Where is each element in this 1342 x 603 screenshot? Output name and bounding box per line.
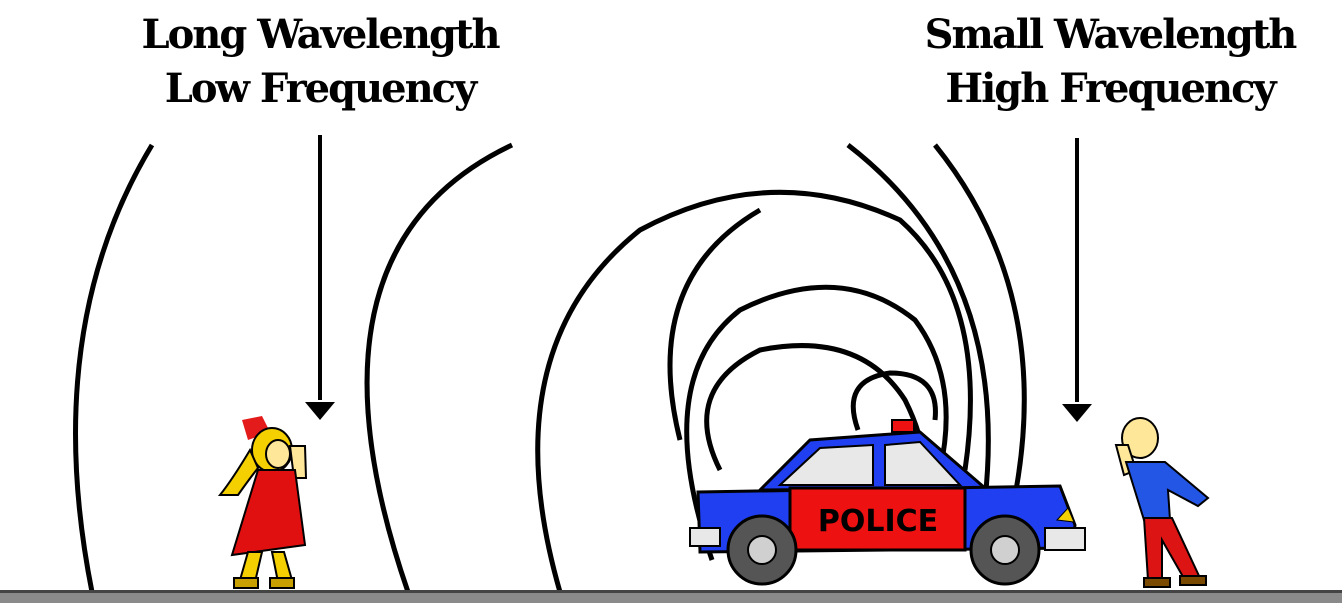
boy-shirt — [1124, 461, 1210, 521]
car-siren — [891, 419, 915, 433]
label-right-line2: High Frequency — [945, 65, 1276, 112]
boy-shoe-left — [1143, 577, 1171, 588]
label-left-line1: Long Wavelength — [141, 11, 500, 58]
wave-front-3 — [535, 189, 973, 593]
arrow-down-icon — [1062, 404, 1092, 422]
boy-pants — [1142, 517, 1202, 584]
left-arrow — [305, 135, 335, 420]
car-window-front — [777, 443, 874, 486]
girl-hair-long — [217, 447, 260, 496]
car-police-text: POLICE — [818, 504, 938, 539]
wave-front-6 — [850, 370, 938, 431]
police-car-icon: POLICE — [689, 419, 1086, 586]
sound-waves — [73, 142, 1027, 593]
girl-dress — [230, 469, 307, 557]
label-right-line1: Small Wavelength — [924, 11, 1298, 58]
label-left-line2: Low Frequency — [164, 65, 478, 112]
car-hubcap-front — [747, 535, 777, 565]
ground-edge — [0, 590, 1342, 593]
label-small-wavelength: Small Wavelength High Frequency — [880, 8, 1340, 116]
wave-front-4 — [684, 284, 949, 561]
girl-figure-icon — [217, 416, 308, 589]
girl-shoe-left — [233, 577, 259, 589]
ground-strip — [0, 590, 1342, 603]
wave-front-2-right — [846, 143, 991, 501]
car-taillight — [1055, 507, 1075, 523]
car-door-panel — [788, 486, 967, 552]
wave-front-2 — [364, 142, 514, 593]
label-long-wavelength: Long Wavelength Low Frequency — [120, 8, 520, 116]
car-bumper-front — [689, 527, 721, 547]
arrow-down-icon — [305, 402, 335, 420]
car-bumper-rear — [1044, 527, 1086, 551]
boy-figure-icon — [1114, 417, 1210, 588]
boy-head — [1121, 417, 1159, 459]
wave-front-1-right — [933, 143, 1027, 521]
wave-front-1 — [73, 143, 155, 593]
car-window-rear — [884, 440, 963, 486]
car-hubcap-rear — [990, 535, 1020, 565]
girl-shoe-right — [269, 577, 295, 589]
wave-front-7 — [667, 207, 762, 441]
ground — [0, 590, 1342, 603]
boy-shoe-right — [1179, 575, 1207, 586]
girl-face — [265, 439, 291, 469]
right-arrow — [1062, 138, 1092, 422]
